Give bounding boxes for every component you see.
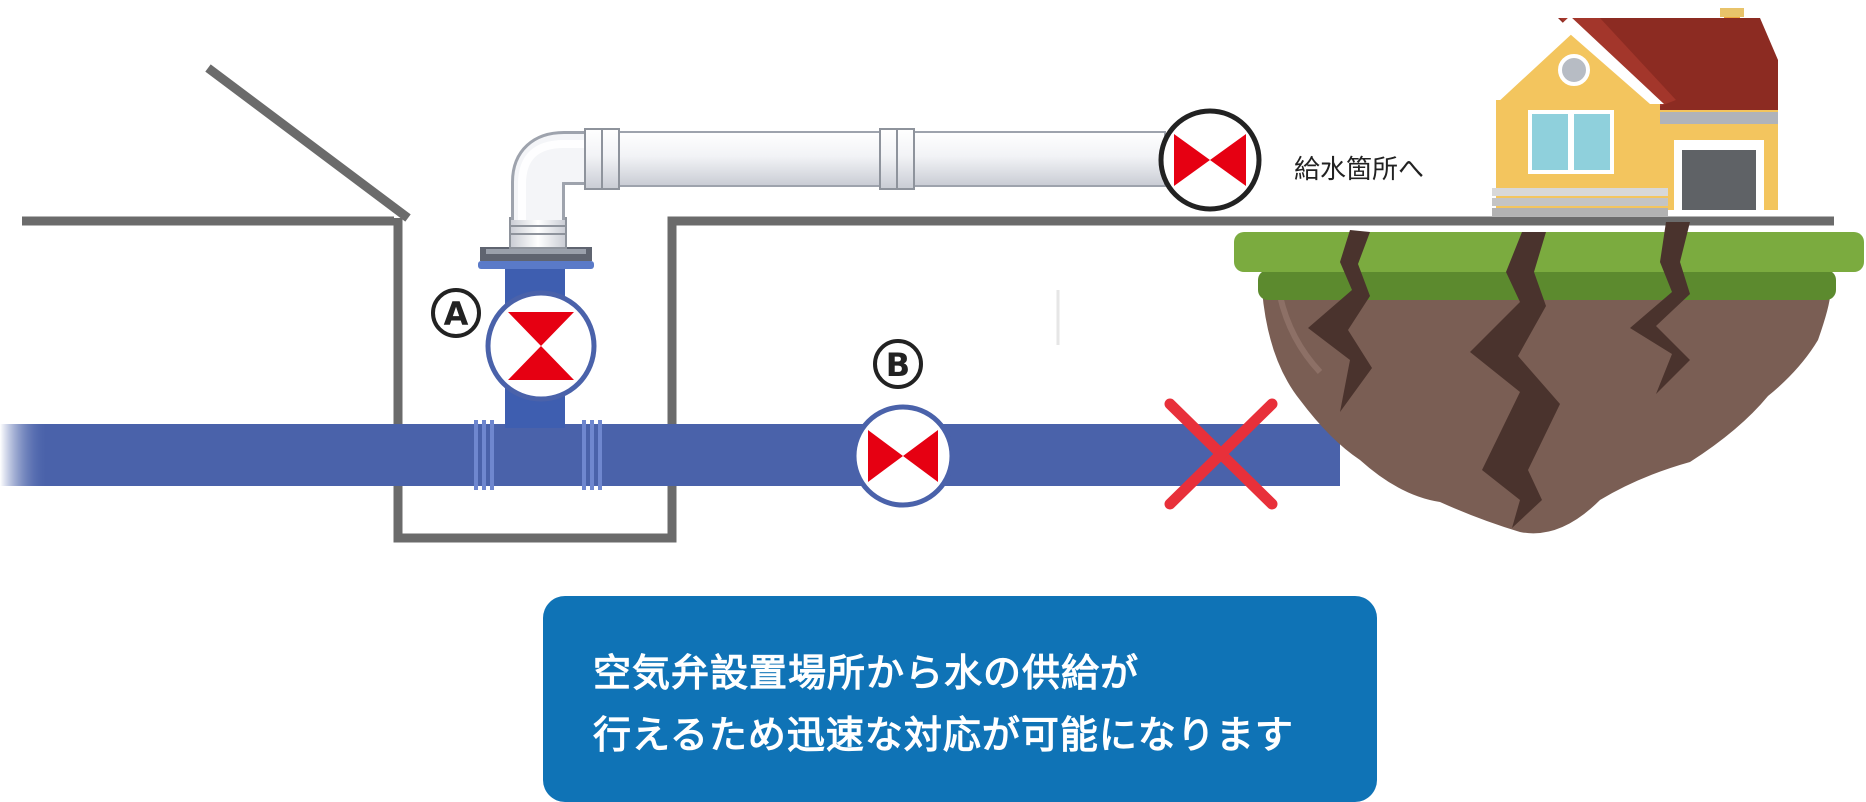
valve-a-label: A xyxy=(431,288,481,338)
pipe-break-x-icon xyxy=(1164,398,1278,510)
valve-a xyxy=(485,290,597,402)
ground-line-left xyxy=(22,64,411,226)
pipe-coupling-right xyxy=(582,420,602,490)
valve-b-label: B xyxy=(873,339,923,389)
pipe-coupling-left xyxy=(474,420,494,490)
cracked-ground xyxy=(1234,222,1864,534)
svg-text:A: A xyxy=(444,295,469,333)
supply-valve xyxy=(1158,108,1262,212)
temporary-supply-pipe xyxy=(511,128,1166,220)
air-valve-flange xyxy=(480,217,592,261)
caption-line-1: 空気弁設置場所から水の供給が xyxy=(593,651,1140,695)
svg-text:B: B xyxy=(886,346,910,384)
supply-destination-label: 給水箇所へ xyxy=(1294,155,1424,185)
caption-line-2: 行えるため迅速な対応が可能になります xyxy=(593,713,1294,757)
house-icon xyxy=(1476,8,1778,216)
valve-b xyxy=(851,404,955,508)
main-water-pipe xyxy=(0,420,1340,490)
earthquake-crack-icon xyxy=(1308,222,1690,528)
caption-box: 空気弁設置場所から水の供給が 行えるため迅速な対応が可能になります xyxy=(543,596,1377,802)
